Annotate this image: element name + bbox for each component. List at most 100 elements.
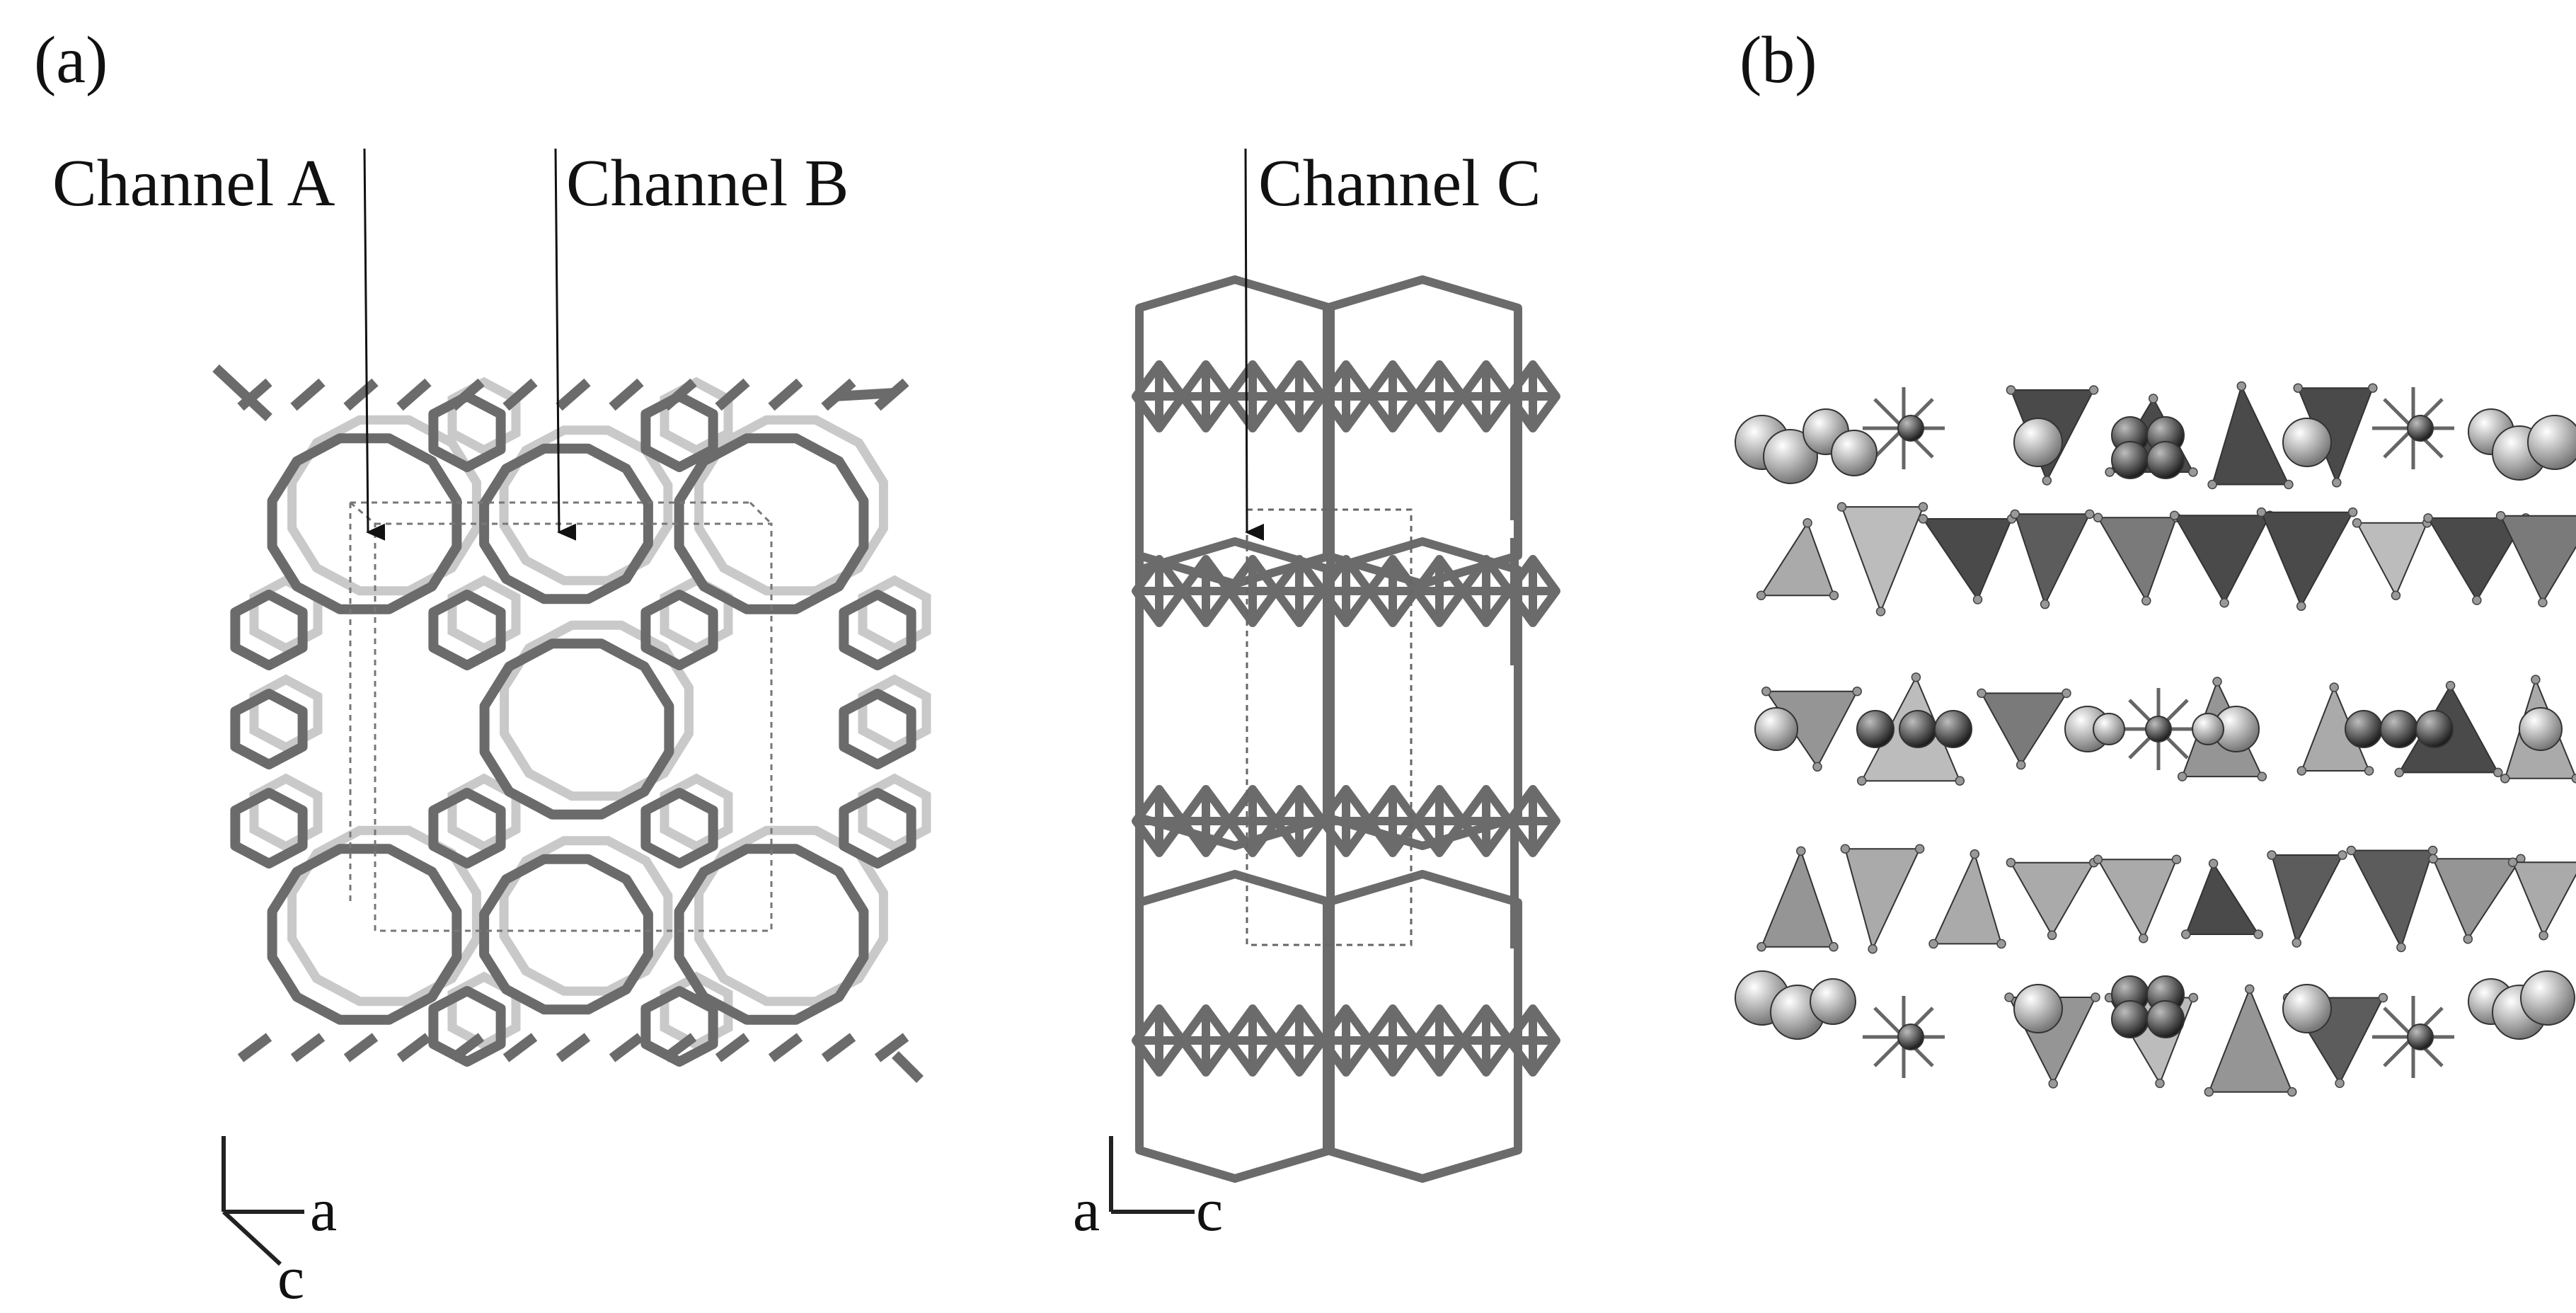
oxygen-atom (1812, 762, 1822, 772)
oxygen-atom (1977, 688, 1986, 699)
ghost-ring (500, 620, 694, 801)
framework-bond (449, 1033, 485, 1062)
channel-ring (267, 433, 462, 614)
oxygen-atom (2507, 857, 2518, 868)
oxygen-atom (2040, 599, 2050, 609)
oxygen-atom (1796, 846, 1806, 856)
tetrahedron (1932, 852, 2003, 945)
cage-ring (428, 788, 506, 868)
atom-sphere (2146, 441, 2185, 479)
oxygen-atom (2284, 479, 2294, 490)
panel-a-label: (a) (34, 23, 108, 97)
atom-sphere (2527, 415, 2576, 470)
framework-bond (892, 1051, 924, 1083)
oxygen-atom (2177, 772, 2187, 781)
atom-sphere (1856, 710, 1894, 748)
cage-ring (230, 689, 308, 769)
channel-ring (674, 433, 869, 614)
channel-c-label: Channel C (1258, 147, 1541, 220)
oxygen-atom (2378, 992, 2388, 1003)
oxygen-atom (2352, 518, 2362, 528)
oxygen-atom (2212, 677, 2222, 687)
framework-bond (662, 378, 697, 411)
oxygen-atom (2368, 383, 2378, 393)
ghost-ring (858, 674, 931, 753)
panel-b-label: (b) (1740, 23, 1817, 97)
tetrahedron (2185, 861, 2260, 935)
framework-bond (556, 1033, 591, 1062)
axis-label-a-right: a (1073, 1176, 1100, 1244)
tetrahedron (1844, 848, 1921, 951)
oxygen-atom (1918, 514, 1928, 524)
oxygen-atom (2141, 596, 2151, 606)
oxygen-atom (2335, 1078, 2345, 1089)
tetrahedron (1841, 506, 1924, 614)
oxygen-atom (2293, 383, 2303, 393)
oxygen-atom (2208, 859, 2219, 868)
oxygen-atom (1840, 844, 1851, 854)
channel-ring (1323, 870, 1522, 1183)
unit-cell-right (1246, 508, 1413, 946)
axis-label-a-left: a (310, 1176, 338, 1244)
oxygen-atom (1802, 517, 1812, 528)
ghost-ring (660, 773, 733, 852)
cage-ring (428, 986, 506, 1067)
channel-ring (674, 844, 869, 1025)
oxygen-atom (2493, 767, 2503, 778)
oxygen-atom (2427, 845, 2438, 856)
framework-main-layer (212, 364, 924, 1083)
channel-b-arrow (554, 148, 577, 541)
oxygen-atom (2394, 767, 2404, 778)
cage-ring (230, 788, 308, 868)
oxygen-atom (1868, 944, 1878, 954)
ghost-ring (499, 836, 673, 996)
tetrahedron (2270, 854, 2344, 945)
oxygen-atom (2236, 381, 2247, 391)
oxygen-atom (2296, 601, 2306, 612)
atom-sphere (1934, 710, 1972, 748)
atom-sphere (2192, 713, 2224, 745)
oxygen-atom (2188, 992, 2199, 1003)
cage-ring (839, 788, 916, 868)
ghost-ring (694, 415, 888, 596)
ghost-ring (447, 377, 521, 456)
tetrahedron (2013, 513, 2091, 607)
ghost-ring (249, 674, 323, 753)
oxygen-atom (2138, 934, 2149, 944)
ghost-ring (858, 575, 931, 654)
atom-sphere (1897, 415, 1924, 442)
oxygen-atom (1756, 941, 1766, 952)
tetrahedron (2009, 861, 2095, 937)
tetrahedron (2173, 515, 2272, 604)
framework-bond (343, 1033, 379, 1062)
oxygen-atom (2062, 688, 2071, 699)
oxygen-atom (2423, 513, 2433, 523)
atom-sphere (2520, 970, 2575, 1026)
framework-bond (834, 388, 896, 401)
oxygen-atom (2042, 476, 2052, 486)
cage-ring (640, 788, 718, 868)
atom-sphere (1810, 978, 1856, 1025)
atom-sphere (2111, 1000, 2149, 1038)
framework-bond (556, 378, 591, 411)
channel-a-label: Channel A (52, 147, 335, 220)
axis-label-c-right: c (1196, 1176, 1224, 1244)
framework-bond (609, 378, 644, 411)
ghost-ring (858, 773, 931, 852)
oxygen-atom (2329, 682, 2339, 692)
ghost-ring (447, 575, 521, 654)
oxygen-atom (2091, 992, 2100, 1002)
oxygen-atom (2364, 766, 2374, 776)
framework-bond (237, 1033, 272, 1062)
oxygen-atom (1856, 776, 1867, 786)
oxygen-atom (2093, 854, 2103, 864)
framework-bond (821, 1033, 856, 1062)
tetrahedron (2350, 849, 2434, 950)
oxygen-atom (2047, 930, 2057, 941)
oxygen-atom (1996, 939, 2006, 949)
oxygen-atom (2391, 590, 2401, 600)
atom-sphere (2282, 418, 2332, 467)
oxygen-atom (2287, 1086, 2297, 1097)
oxygen-atom (2219, 598, 2229, 608)
